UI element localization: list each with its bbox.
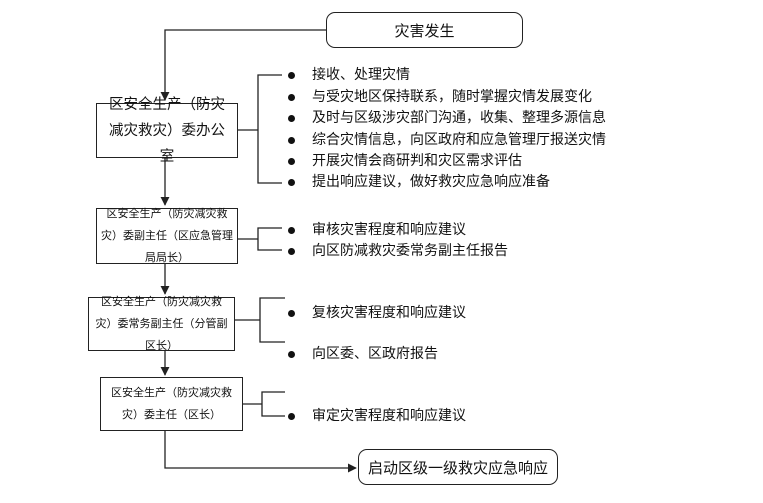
bullet-icon	[288, 248, 295, 255]
duty-item: 向区委、区政府报告	[312, 346, 438, 362]
start-node: 灾害发生	[326, 12, 523, 48]
duty-item: 审核灾害程度和响应建议	[312, 222, 466, 238]
bullet-icon	[288, 413, 295, 420]
flow-arrow-start	[160, 29, 326, 101]
duty-item: 及时与区级涉灾部门沟通，收集、整理多源信息	[312, 110, 606, 126]
bullet-icon	[288, 158, 295, 165]
bullet-icon	[288, 310, 295, 317]
duty-item: 复核灾害程度和响应建议	[312, 305, 466, 321]
duty-item: 与受灾地区保持联系，随时掌握灾情发展变化	[312, 89, 592, 105]
duty-item: 接收、处理灾情	[312, 67, 410, 83]
bullet-icon	[288, 72, 295, 79]
bullet-icon	[288, 179, 295, 186]
end-node: 启动区级一级救灾应急响应	[358, 449, 558, 485]
bullet-icon	[288, 115, 295, 122]
role-label-executive-deputy: 区安全生产（防灾减灾救灾）委常务副主任（分管副区长）	[95, 295, 228, 352]
role-box-deputy-director: 区安全生产（防灾减灾救灾）委副主任（区应急管理局局长）	[96, 207, 238, 264]
bullet-icon	[288, 351, 295, 358]
role-box-office: 区安全生产（防灾减灾救灾）委办公室	[96, 97, 238, 165]
bullet-icon	[288, 94, 295, 101]
bracket-1	[257, 74, 282, 184]
duty-item: 开展灾情会商研判和灾区需求评估	[312, 153, 522, 169]
bullet-icon	[288, 227, 295, 234]
start-node-label: 灾害发生	[394, 21, 455, 40]
role-box-director: 区安全生产（防灾减灾救灾）委主任（区长）	[100, 377, 243, 431]
bracket-4	[261, 391, 285, 417]
bracket-2	[257, 227, 282, 251]
role-label-director: 区安全生产（防灾减灾救灾）委主任（区长）	[111, 386, 232, 421]
duty-item: 提出响应建议，做好救灾应急响应准备	[312, 174, 550, 190]
end-node-label: 启动区级一级救灾应急响应	[367, 458, 548, 477]
duty-item: 向区防减救灾委常务副主任报告	[312, 243, 508, 259]
bracket-3	[259, 297, 285, 343]
bullet-icon	[288, 137, 295, 144]
role-label-deputy-director: 区安全生产（防灾减灾救灾）委副主任（区应急管理局局长）	[101, 207, 233, 264]
role-box-executive-deputy: 区安全生产（防灾减灾救灾）委常务副主任（分管副区长）	[88, 295, 235, 352]
duty-item: 审定灾害程度和响应建议	[312, 408, 466, 424]
duty-item: 综合灾情信息，向区政府和应急管理厅报送灾情	[312, 132, 606, 148]
role-label-office: 区安全生产（防灾减灾救灾）委办公室	[109, 96, 225, 165]
flow-arrow-end	[164, 431, 357, 473]
